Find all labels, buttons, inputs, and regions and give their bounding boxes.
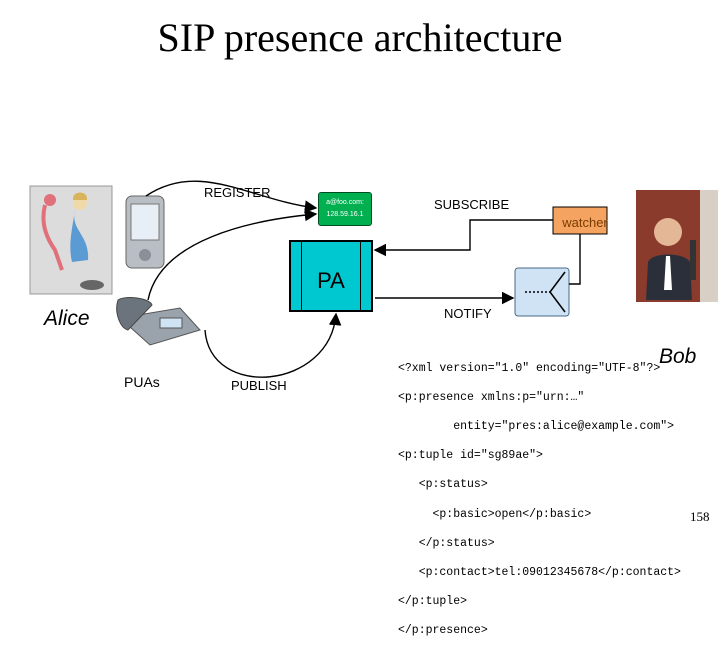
alice-label: Alice [44,307,90,330]
server-address: a@foo.com: [326,199,364,206]
diagram-canvas [29,180,718,378]
subscribe-arrow [373,219,553,257]
xml-line: <p:presence xmlns:p="urn:…" [398,390,585,404]
server-ip: 128.59.16.1 [326,211,364,218]
register-label: REGISTER [204,185,271,200]
xml-line: <p:contact>tel:09012345678</p:contact> [398,565,681,579]
phone-register-arrow [147,208,318,301]
presence-agent-inner [301,240,361,312]
bob-photo [636,190,718,302]
pidf-xml-document: <?xml version="1.0" encoding="UTF-8"?> <… [398,347,681,653]
watcher-label: watcher [562,215,608,230]
presence-agent-box [289,240,373,312]
xml-line: </p:presence> [398,624,488,638]
xml-line: <?xml version="1.0" encoding="UTF-8"?> [398,361,661,375]
watcher-phone-device [514,267,570,317]
pda-device [125,195,165,269]
xml-line: <p:tuple id="sg89ae"> [398,449,543,463]
xml-line: <p:basic>open</p:basic> [398,507,592,521]
notify-label: NOTIFY [444,306,492,321]
xml-line: </p:status> [398,536,495,550]
slide-title: SIP presence architecture [157,15,563,60]
xml-line: <p:status> [398,478,488,492]
puas-label: PUAs [124,374,160,390]
desk-phone [116,297,201,346]
publish-arrow [204,312,342,378]
watcher-link [569,234,581,285]
subscribe-label: SUBSCRIBE [434,197,510,212]
register-arrow [145,180,318,213]
alice-illustration [29,185,113,295]
xml-line: entity="pres:alice@example.com"> [398,419,675,433]
page-number: 158 [690,509,710,524]
xml-line: </p:tuple> [398,595,468,609]
presence-agent-label: PA [317,268,345,293]
publish-label: PUBLISH [231,378,287,393]
bob-label: Bob [659,345,697,368]
registrar-server [318,192,372,226]
